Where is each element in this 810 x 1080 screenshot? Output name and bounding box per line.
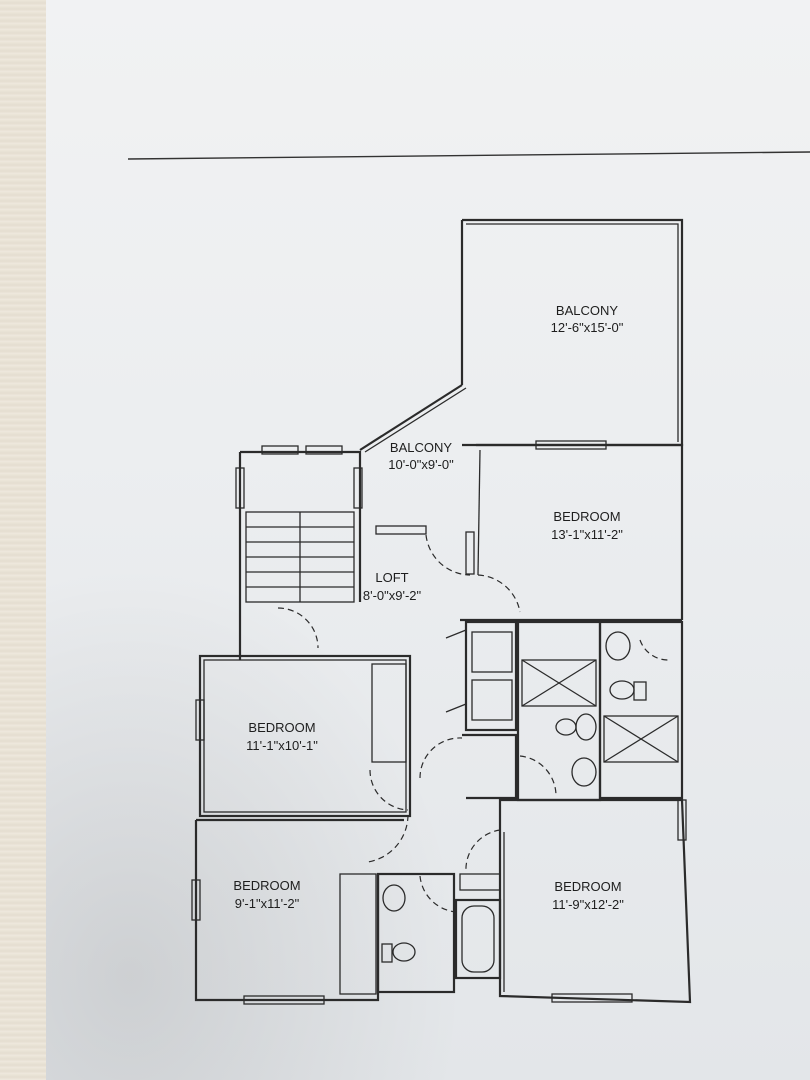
hall-bath xyxy=(516,620,602,802)
bedroom-w-label: BEDROOM xyxy=(248,720,315,735)
bedroom-w-wall xyxy=(198,654,412,818)
stair-door-swing xyxy=(277,607,319,649)
sink-icon-3 xyxy=(382,884,406,912)
balcony-angled-rail xyxy=(359,384,463,451)
shower-1 xyxy=(521,659,597,707)
linen-closet xyxy=(462,733,518,800)
loft-door-swing xyxy=(425,534,471,576)
table-surface xyxy=(0,0,48,1080)
jack-bath xyxy=(376,872,456,994)
sink-icon xyxy=(571,757,597,787)
toilet-icon-3 xyxy=(392,942,416,962)
header-rule xyxy=(127,151,810,160)
bedroom-sw-label: BEDROOM xyxy=(233,878,300,893)
bedroom-ne-label: BEDROOM xyxy=(553,509,620,524)
bedroom-se-size: 11'-9"x12'-2" xyxy=(552,897,624,912)
bedroom-ne-wall xyxy=(476,443,684,620)
loft-label: LOFT xyxy=(375,570,408,585)
closet-w xyxy=(371,663,407,763)
bedroom-se-label: BEDROOM xyxy=(554,879,621,894)
shower-2 xyxy=(603,715,679,763)
toilet-icon-2 xyxy=(609,680,635,700)
loft-size: 8'-0"x9'-2" xyxy=(363,588,422,603)
master-bath xyxy=(598,620,684,800)
bedroom-sw-wall xyxy=(194,818,404,1002)
bedroom-sw-size: 9'-1"x11'-2" xyxy=(235,896,300,911)
stair-enclosure xyxy=(238,450,362,660)
balcony-lower-label: BALCONY xyxy=(390,440,452,455)
bedroom-ne-door-swing xyxy=(477,574,521,613)
bedroom-se-wall xyxy=(498,798,692,1004)
bedroom-ne-size: 13'-1"x11'-2" xyxy=(551,527,623,542)
balcony-upper-size: 12'-6"x15'-0" xyxy=(551,320,624,335)
sink-icon-2 xyxy=(605,631,631,661)
balcony-upper-label: BALCONY xyxy=(556,303,618,318)
bedroom-w-size: 11'-1"x10'-1" xyxy=(246,738,318,753)
closet-stack xyxy=(464,620,518,732)
closet-sw xyxy=(339,873,377,995)
toilet-icon xyxy=(575,713,597,741)
stairs xyxy=(245,511,355,603)
balcony-lower-size: 10'-0"x9'-0" xyxy=(388,457,454,472)
